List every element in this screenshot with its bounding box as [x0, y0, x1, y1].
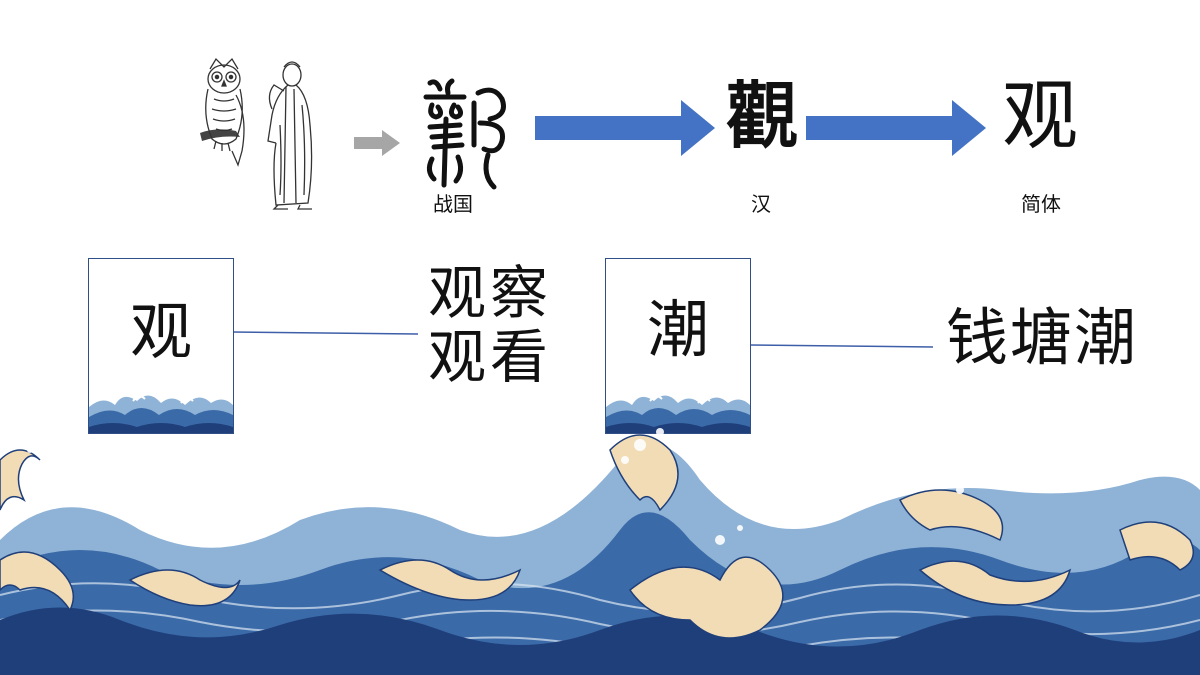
- era-label-warring-states: 战国: [433, 188, 473, 217]
- character-card-chao: 潮: [605, 258, 751, 434]
- ocean-waves-decoration: [0, 420, 1200, 675]
- seal-script-glyph: [420, 75, 520, 195]
- connector-line: [749, 340, 935, 350]
- blue-arrow-icon: [535, 100, 715, 156]
- blue-arrow-icon: [806, 100, 986, 156]
- simplified-glyph: 观: [1002, 78, 1078, 154]
- card-character: 潮: [606, 299, 750, 361]
- han-glyph: 觀: [726, 80, 798, 152]
- gray-arrow-icon: [354, 130, 400, 156]
- era-label-simplified: 简体: [1021, 188, 1061, 217]
- owl-and-scholar-illustration: [196, 55, 332, 210]
- word-guancha: 观察: [428, 262, 552, 326]
- word-guankan: 观看: [428, 326, 552, 390]
- era-label-han: 汉: [751, 188, 771, 217]
- connector-line: [232, 328, 422, 338]
- card-character: 观: [89, 301, 233, 363]
- related-words-guan: 观察 观看: [428, 262, 552, 390]
- related-word-qiantangchao: 钱塘潮: [946, 304, 1138, 372]
- character-card-guan: 观: [88, 258, 234, 434]
